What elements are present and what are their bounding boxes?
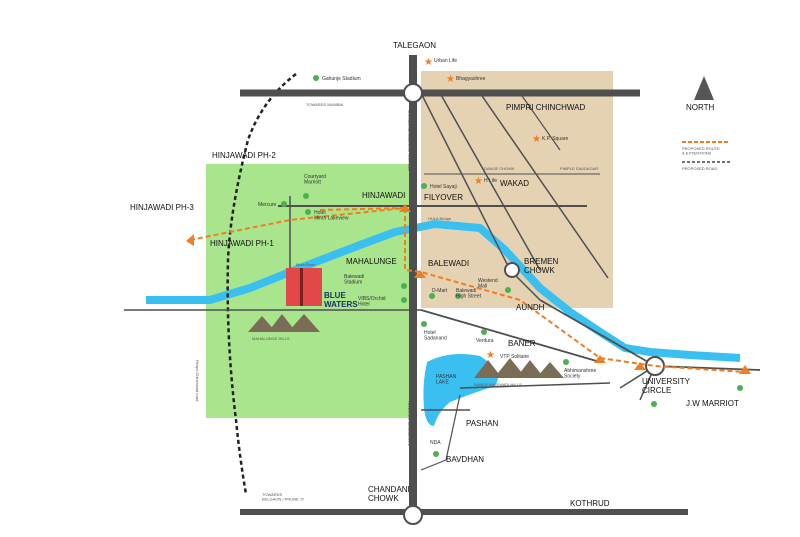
north-arrow-icon <box>694 76 714 100</box>
label-vtp-solitaire: VTP Solitaire <box>500 354 529 360</box>
label-balewadi: BALEWADI <box>428 259 469 268</box>
svg-text:★: ★ <box>474 176 483 187</box>
label-kp-square: K.P. Square <box>542 136 569 142</box>
svg-text:★: ★ <box>486 350 495 361</box>
label-jw-marriot: J.W MARRIOT <box>686 399 739 408</box>
landmark-dots <box>281 75 743 457</box>
proposed-route <box>189 207 746 373</box>
label-hinjawadi-ph1: HINJAWADI PH-1 <box>210 239 274 248</box>
label-pashan: PASHAN <box>466 419 499 428</box>
label-hinjawadi-ph2: HINJAWADI PH-2 <box>212 151 276 160</box>
landmark-stars: ★ ★ ★ ★ ★ <box>424 57 541 361</box>
label-hinjawadi-ph3: HINJAWADI PH-3 <box>130 203 194 212</box>
label-highway-vertical-bottom: TOWARDS BANGALORE <box>407 400 412 447</box>
label-hills-center: BANER BALEWADI HILLS <box>474 382 522 387</box>
junction-bremen <box>504 262 520 278</box>
proposed-ring-road <box>226 73 297 495</box>
label-d-mart: D-Mart <box>432 288 448 294</box>
svg-text:★: ★ <box>532 134 541 145</box>
route-arrow-west <box>186 234 194 246</box>
route-arrow-balewadi <box>414 270 426 278</box>
label-towards-mumbai: TOWARDS MUMBAI <box>306 102 343 107</box>
label-hula-bridge: HULA Bridge <box>428 216 452 221</box>
label-highway-vertical-top: MUMBAI-BANGALORE HIGHWAY <box>407 110 412 172</box>
hills-center <box>474 358 564 378</box>
label-pimple-saudagar: PIMPLE SAUDAGAR <box>560 166 598 171</box>
label-river: Mula River <box>296 262 316 267</box>
label-dange-chowk: DANGE CHOWK <box>484 166 515 171</box>
river <box>146 220 741 362</box>
label-filyover: FILYOVER <box>424 193 463 202</box>
label-baner: BANER <box>508 339 536 348</box>
route-arrow-junction <box>399 204 411 212</box>
label-hinjawadi: HINJAWADI <box>362 191 405 200</box>
label-gahunje-stadium: Gahunje Stadium <box>322 76 361 82</box>
roads <box>124 55 761 520</box>
label-ring-road: Pimpri Chinchwad road <box>195 360 200 401</box>
hills-left <box>248 314 320 332</box>
route-arrow-university <box>634 362 646 370</box>
legend-proposed-ring: PROPOSED ROAD <box>682 166 717 171</box>
label-verdura: Verdura <box>476 338 494 344</box>
label-nda: NDA <box>430 440 441 446</box>
label-bavdhan: BAVDHAN <box>446 455 484 464</box>
blue-waters-project-divider <box>300 268 303 306</box>
label-mahalunge: MAHALUNGE <box>346 257 397 266</box>
label-pimpri-chinchwad: PIMPRI CHINCHWAD <box>506 103 585 112</box>
label-hotel-sayaji: Hotel Sayaji <box>430 184 457 190</box>
label-urban-life: Urban Life <box>434 58 457 64</box>
label-kothrud: KOTHRUD <box>570 499 610 508</box>
svg-text:★: ★ <box>424 57 433 68</box>
label-talegaon: TALEGAON <box>393 41 436 50</box>
label-aundh: AUNDH <box>516 303 545 312</box>
junction-talegaon <box>403 83 423 103</box>
label-h-life: H Life <box>484 178 497 184</box>
legend-proposed-route: PROPOSED ROUTE& EXTENTIONS <box>682 146 720 155</box>
label-mercure: Mercure <box>258 202 277 208</box>
route-arrow-baner <box>594 355 606 363</box>
route-arrow-east <box>739 365 751 374</box>
blue-waters-project-plot <box>286 268 322 306</box>
label-hills-left: MAHALUNGE HILLS <box>252 336 290 341</box>
label-bhagyashree: Bhagyashree <box>456 76 486 82</box>
junction-chandani <box>403 505 423 525</box>
svg-text:★: ★ <box>446 74 455 85</box>
label-wakad: WAKAD <box>500 179 529 188</box>
legend-north: NORTH <box>686 103 715 112</box>
